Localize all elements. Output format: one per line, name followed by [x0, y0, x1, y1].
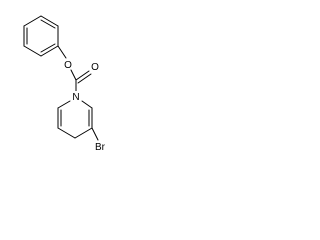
bond-ph-6 — [23, 15, 42, 27]
nitrogen-label: N — [72, 92, 79, 103]
bromine-label: Br — [95, 142, 106, 153]
bond-oxygen-carbonyl-carbon — [70, 69, 77, 81]
oxygen-carbonyl-label: O — [91, 62, 99, 73]
bond-ph-4 — [23, 45, 42, 57]
bond-ph-inner-1 — [40, 19, 56, 29]
bromine-bg — [92, 141, 108, 151]
bond-carbonyl-double-a — [75, 70, 90, 81]
oxygen-carbonyl-bg — [90, 61, 100, 71]
oxygen-ester-label: O — [64, 60, 72, 71]
bond-ph-3 — [40, 45, 59, 57]
bond-carbonyl-double-b — [77, 73, 92, 84]
bond-ph-1 — [40, 15, 59, 27]
chemical-structure-diagram: O O N Br — [23, 15, 108, 153]
oxygen-ester-bg — [63, 59, 73, 69]
bond-c3-bromine — [91, 127, 99, 141]
bond-ph-inner-2 — [40, 43, 56, 53]
bond-ring-c2-n — [81, 100, 93, 109]
phenyl-ring — [23, 15, 59, 57]
nitrogen-bg — [71, 91, 81, 102]
bond-ring-n-c6 — [57, 100, 71, 109]
dihydropyridine-ring — [57, 100, 93, 139]
bond-phenyl-oxygen — [57, 45, 67, 59]
bond-ring-c5-c4 — [57, 127, 76, 139]
bond-ring-c4-c3 — [74, 127, 93, 139]
